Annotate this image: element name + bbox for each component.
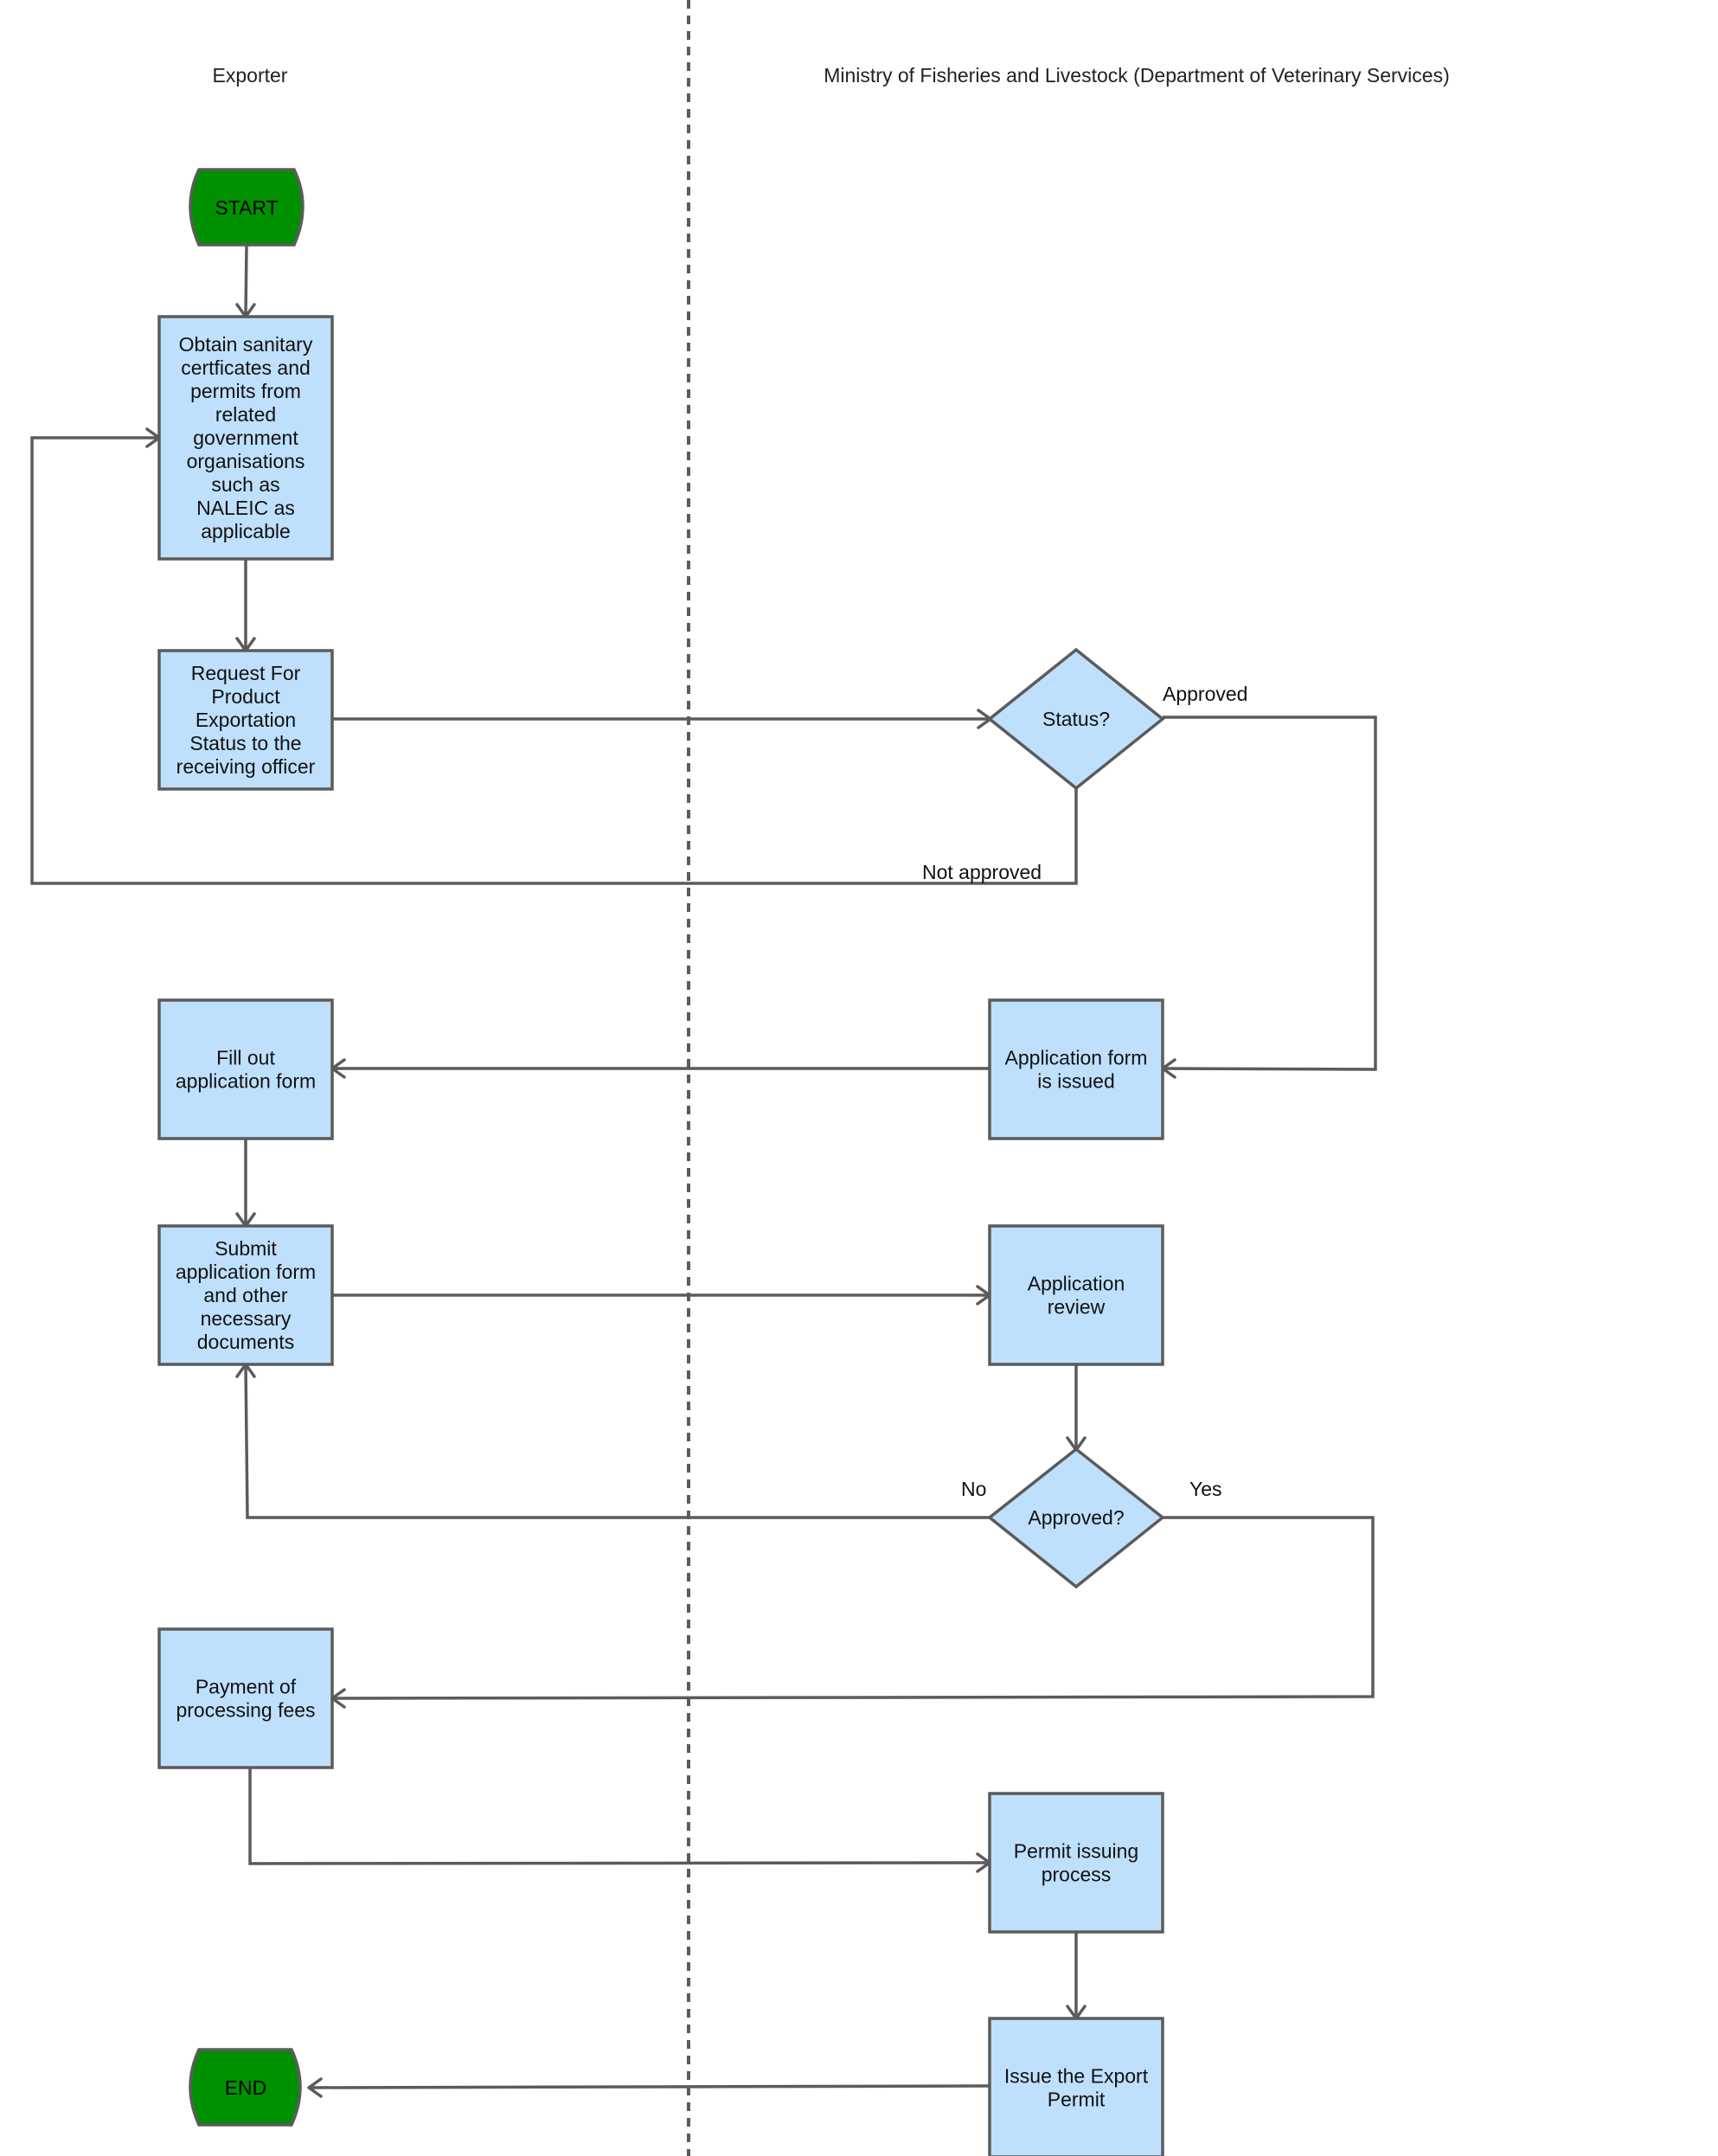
label-line: necessary — [201, 1307, 292, 1330]
status-decision — [987, 647, 1165, 791]
edge-obtain-to-request — [235, 559, 256, 652]
submit-application-box — [157, 1224, 334, 1366]
end-terminal — [189, 2048, 302, 2127]
issue-permit-box — [988, 2017, 1164, 2156]
label-line: Fill out — [216, 1047, 275, 1069]
label-line: organisations — [187, 450, 305, 472]
label-line: and other — [203, 1284, 288, 1306]
edge-approved-no — [235, 1363, 990, 1519]
label-line: process — [1042, 1864, 1112, 1886]
edge-status-approved — [1161, 715, 1377, 1079]
permit-issuing-box — [988, 1792, 1164, 1934]
label-line: Product — [211, 685, 280, 708]
label-line: Request For — [191, 662, 301, 684]
label-line: Issue the Export — [1004, 2065, 1149, 2088]
status-decision-label: Status? — [1042, 708, 1110, 730]
label-line: START — [215, 196, 278, 219]
label-line: Exportation — [196, 709, 296, 731]
start-terminal — [189, 168, 304, 247]
edge-review-to-approved — [1066, 1364, 1087, 1452]
label-line: is issued — [1037, 1070, 1114, 1093]
obtain-certificates-box — [157, 315, 334, 561]
label-line: Permit issuing — [1014, 1840, 1138, 1863]
payment-fees-box — [157, 1627, 334, 1769]
label-line: Submit — [215, 1237, 277, 1260]
lane-title-exporter: Exporter — [213, 64, 288, 87]
application-issued-box — [988, 998, 1164, 1140]
lane-title-ministry: Ministry of Fisheries and Livestock (Dep… — [824, 64, 1450, 87]
label-line: review — [1048, 1296, 1106, 1319]
label-line: Status to the — [189, 732, 301, 754]
label-line: government — [193, 427, 298, 449]
label-line: Permit — [1048, 2089, 1106, 2111]
approved-decision — [987, 1447, 1165, 1589]
edge-approved-yes — [330, 1516, 1375, 1709]
application-review-box — [988, 1224, 1164, 1366]
edge-fill-to-submit — [235, 1139, 256, 1228]
label-yes: Yes — [1189, 1478, 1222, 1500]
start-label: START — [215, 196, 278, 219]
label-line: related — [215, 403, 276, 426]
label-line: documents — [197, 1331, 295, 1353]
edge-request-to-status — [332, 709, 992, 729]
label-line: receiving officer — [176, 755, 316, 778]
label-line: Payment of — [196, 1676, 297, 1698]
label-line: processing fees — [176, 1699, 315, 1722]
edge-start-to-obtain — [235, 245, 256, 318]
label-line: NALEIC as — [196, 497, 295, 519]
label-approved: Approved — [1163, 683, 1247, 705]
edge-payment-to-permit — [248, 1768, 991, 1873]
label-not-approved: Not approved — [922, 861, 1042, 883]
label-line: application form — [176, 1261, 316, 1283]
label-line: application form — [176, 1070, 316, 1093]
label-no: No — [961, 1478, 986, 1500]
edge-permit-to-issue — [1066, 1932, 1087, 2020]
end-label: END — [225, 2076, 267, 2099]
label-line: Application form — [1005, 1047, 1148, 1069]
label-line: permits from — [190, 380, 301, 402]
approved-decision-label: Approved? — [1028, 1506, 1124, 1529]
label-line: Application — [1028, 1273, 1125, 1295]
fill-application-box — [157, 998, 334, 1140]
label-line: certficates and — [181, 356, 311, 379]
label-line: Status? — [1042, 708, 1110, 730]
edge-issued-to-fill — [330, 1058, 990, 1079]
edge-issue-to-end — [307, 2077, 990, 2098]
edge-submit-to-review — [332, 1285, 991, 1306]
label-line: applicable — [201, 520, 291, 542]
label-line: Obtain sanitary — [179, 333, 313, 356]
label-line: Approved? — [1028, 1506, 1124, 1529]
label-line: END — [225, 2076, 267, 2099]
request-status-box — [157, 649, 334, 791]
label-line: such as — [211, 473, 279, 496]
